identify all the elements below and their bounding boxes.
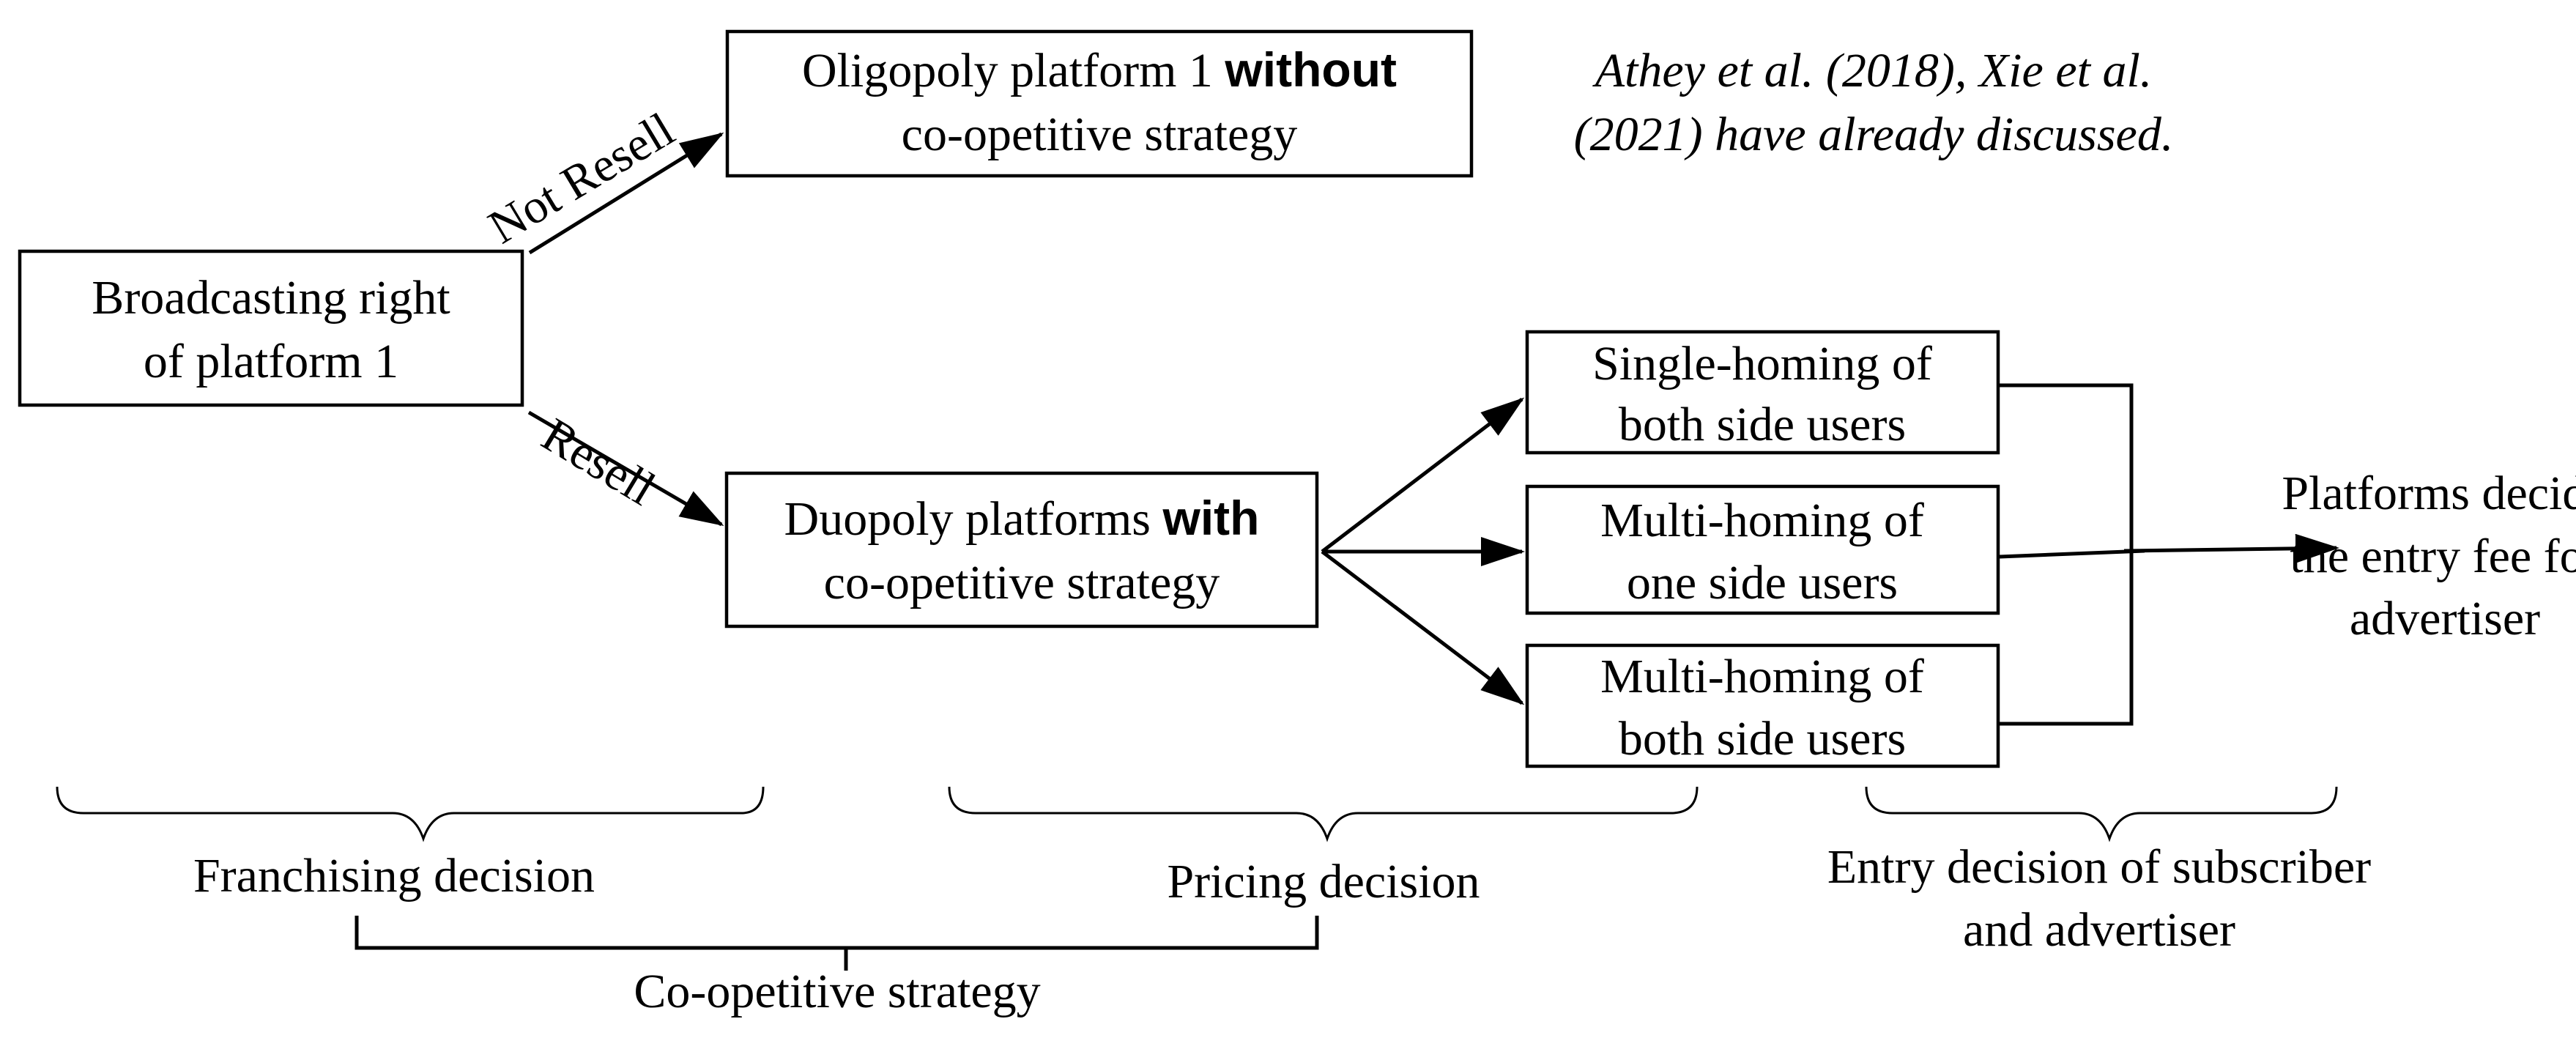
literature-note: Athey et al. (2018), Xie et al. (2021) h… [1574, 44, 2174, 161]
duopoly-line1-text: Duopoly platforms [784, 492, 1163, 546]
duopoly-platforms-node: Duopoly platforms with co-opetitive stra… [724, 471, 1319, 629]
resell-arrow [527, 410, 724, 527]
duopoly-line1: Duopoly platforms with [784, 491, 1260, 546]
literature-note-line1: Athey et al. (2018), Xie et al. [1592, 44, 2153, 97]
multi-one-line2: one side users [1627, 556, 1898, 609]
not-resell-arrow [528, 132, 724, 255]
arrow-to-multi-homing-both [1321, 550, 1525, 705]
broadcasting-right-node: Broadcasting right of platform 1 [18, 249, 524, 407]
entry-decision-line1: Entry decision of subscriber [1827, 840, 2371, 894]
franchising-decision-label: Franchising decision [193, 849, 595, 902]
oligopoly-line2: co-opetitive strategy [902, 108, 1298, 161]
coopetitive-bracket [355, 916, 1319, 950]
multi-both-line1: Multi-homing of [1600, 650, 1924, 703]
platforms-decide-line3: advertiser [2350, 592, 2540, 645]
literature-note-line2: (2021) have already discussed. [1574, 108, 2174, 161]
duopoly-line2: co-opetitive strategy [824, 556, 1220, 609]
broadcasting-line1: Broadcasting right [92, 271, 450, 325]
oligopoly-without-bold: without [1224, 42, 1397, 97]
oligopoly-platform-node: Oligopoly platform 1 without co-opetitiv… [725, 29, 1474, 178]
single-homing-node: Single-homing of both side users [1525, 330, 2000, 455]
coopetitive-strategy-label: Co-opetitive strategy [634, 965, 1040, 1018]
single-homing-line2: both side users [1619, 398, 1906, 451]
arrow-to-single-homing [1321, 397, 1525, 553]
oligopoly-line1: Oligopoly platform 1 without [802, 42, 1397, 97]
resell-label: Resell [533, 408, 664, 516]
platforms-decide-node: Platforms decide the entry fee for adver… [2282, 467, 2576, 645]
duopoly-with-bold: with [1162, 491, 1259, 545]
single-homing-line1: Single-homing of [1592, 337, 1932, 390]
broadcasting-line2: of platform 1 [144, 335, 398, 388]
platforms-decide-line1: Platforms decide [2282, 467, 2576, 520]
oligopoly-line1-text: Oligopoly platform 1 [802, 44, 1225, 97]
franchising-brace [56, 786, 765, 842]
multi-both-line2: both side users [1619, 712, 1906, 765]
homing-connector-bracket [2000, 383, 2134, 726]
arrow-to-platforms-decide [2123, 533, 2339, 563]
multi-one-line1: Multi-homing of [1600, 494, 1924, 547]
multi-homing-one-side-node: Multi-homing of one side users [1525, 484, 2000, 615]
middle-connector [1999, 549, 2145, 559]
pricing-decision-label: Pricing decision [1167, 855, 1480, 908]
pricing-brace [948, 786, 1699, 842]
platforms-decide-line2: the entry fee for [2290, 530, 2576, 583]
entry-decision-line2: and advertiser [1963, 903, 2235, 957]
entry-brace [1865, 786, 2338, 842]
multi-homing-both-sides-node: Multi-homing of both side users [1525, 643, 2000, 768]
